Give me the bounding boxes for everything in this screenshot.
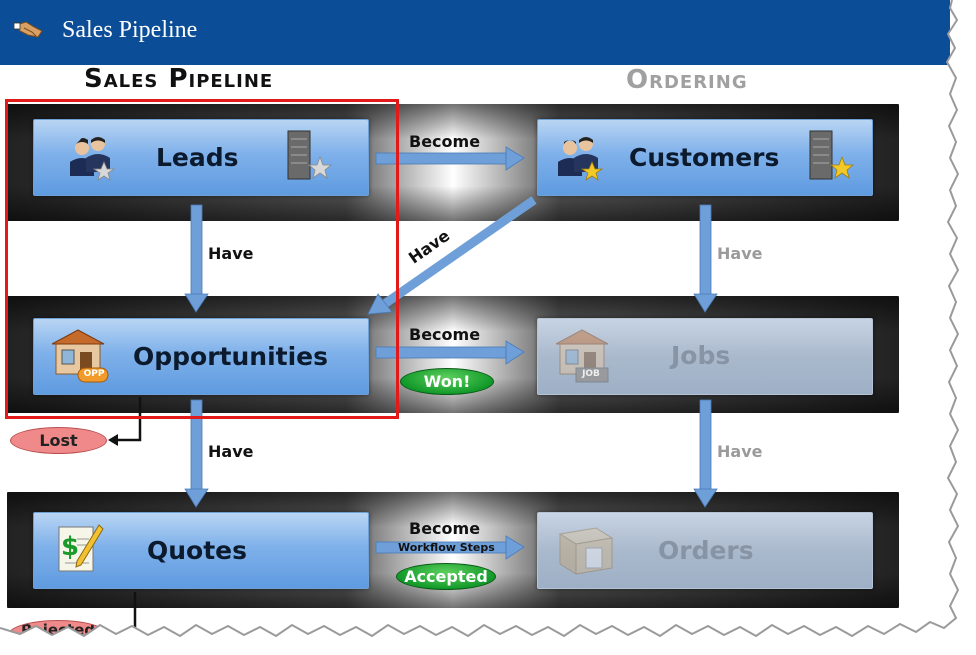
workflow-steps-label: Workflow Steps: [398, 541, 495, 554]
lost-connector: [108, 397, 142, 446]
people-gold-star-icon: [558, 137, 604, 181]
ordering-heading-text: Ordering: [626, 65, 748, 95]
become-label-2: Become: [409, 325, 481, 344]
have-label-jobs: Have: [717, 442, 763, 461]
quotes-label: Quotes: [147, 536, 248, 565]
arrow-opp-to-jobs: [375, 340, 525, 365]
opp-tag-text: OPP: [83, 369, 105, 379]
job-tag-text: JOB: [582, 369, 600, 379]
have-label-customers: Have: [717, 244, 763, 263]
become-label-3: Become: [409, 519, 481, 538]
sales-pipeline-heading: Sales Pipeline: [84, 64, 273, 94]
window-title: Sales Pipeline: [62, 17, 198, 43]
orders-box[interactable]: [537, 512, 873, 589]
title-bar: [0, 0, 950, 65]
server-gold-star-icon: [809, 130, 855, 180]
quote-document-icon: $: [58, 524, 104, 572]
have-label-leads: Have: [208, 244, 254, 263]
server-star-icon: [287, 130, 333, 180]
people-star-icon: [70, 137, 116, 181]
become-label-1: Become: [409, 132, 481, 151]
arrow-jobs-to-orders: [693, 399, 718, 508]
arrow-quotes-to-orders: [375, 535, 525, 560]
store-job-icon: [556, 329, 609, 383]
store-opp-icon: [52, 329, 109, 383]
lost-badge: Lost: [10, 427, 107, 454]
jobs-box[interactable]: [537, 318, 873, 395]
arrow-opportunities-to-quotes: [184, 399, 209, 508]
orders-label: Orders: [658, 536, 754, 565]
handshake-icon: [14, 21, 43, 38]
accepted-badge: Accepted: [396, 563, 496, 590]
have-label-opportunities: Have: [208, 442, 254, 461]
arrow-customers-to-jobs: [693, 204, 718, 313]
arrow-customers-to-opportunities: [367, 196, 537, 315]
ordering-heading: Ordering: [626, 65, 748, 95]
sales-pipeline-heading-text: Sales Pipeline: [84, 64, 274, 94]
arrow-leads-to-customers: [375, 146, 525, 171]
highlight-frame: [5, 99, 399, 419]
arrow-leads-to-opportunities: [184, 204, 209, 313]
order-box-icon: [558, 527, 614, 575]
leads-label: Leads: [156, 143, 239, 172]
jobs-label: Jobs: [671, 341, 731, 370]
won-badge: Won!: [400, 368, 494, 395]
customers-label: Customers: [629, 143, 780, 172]
opportunities-label: Opportunities: [133, 342, 329, 371]
svg-text:$: $: [61, 532, 79, 562]
